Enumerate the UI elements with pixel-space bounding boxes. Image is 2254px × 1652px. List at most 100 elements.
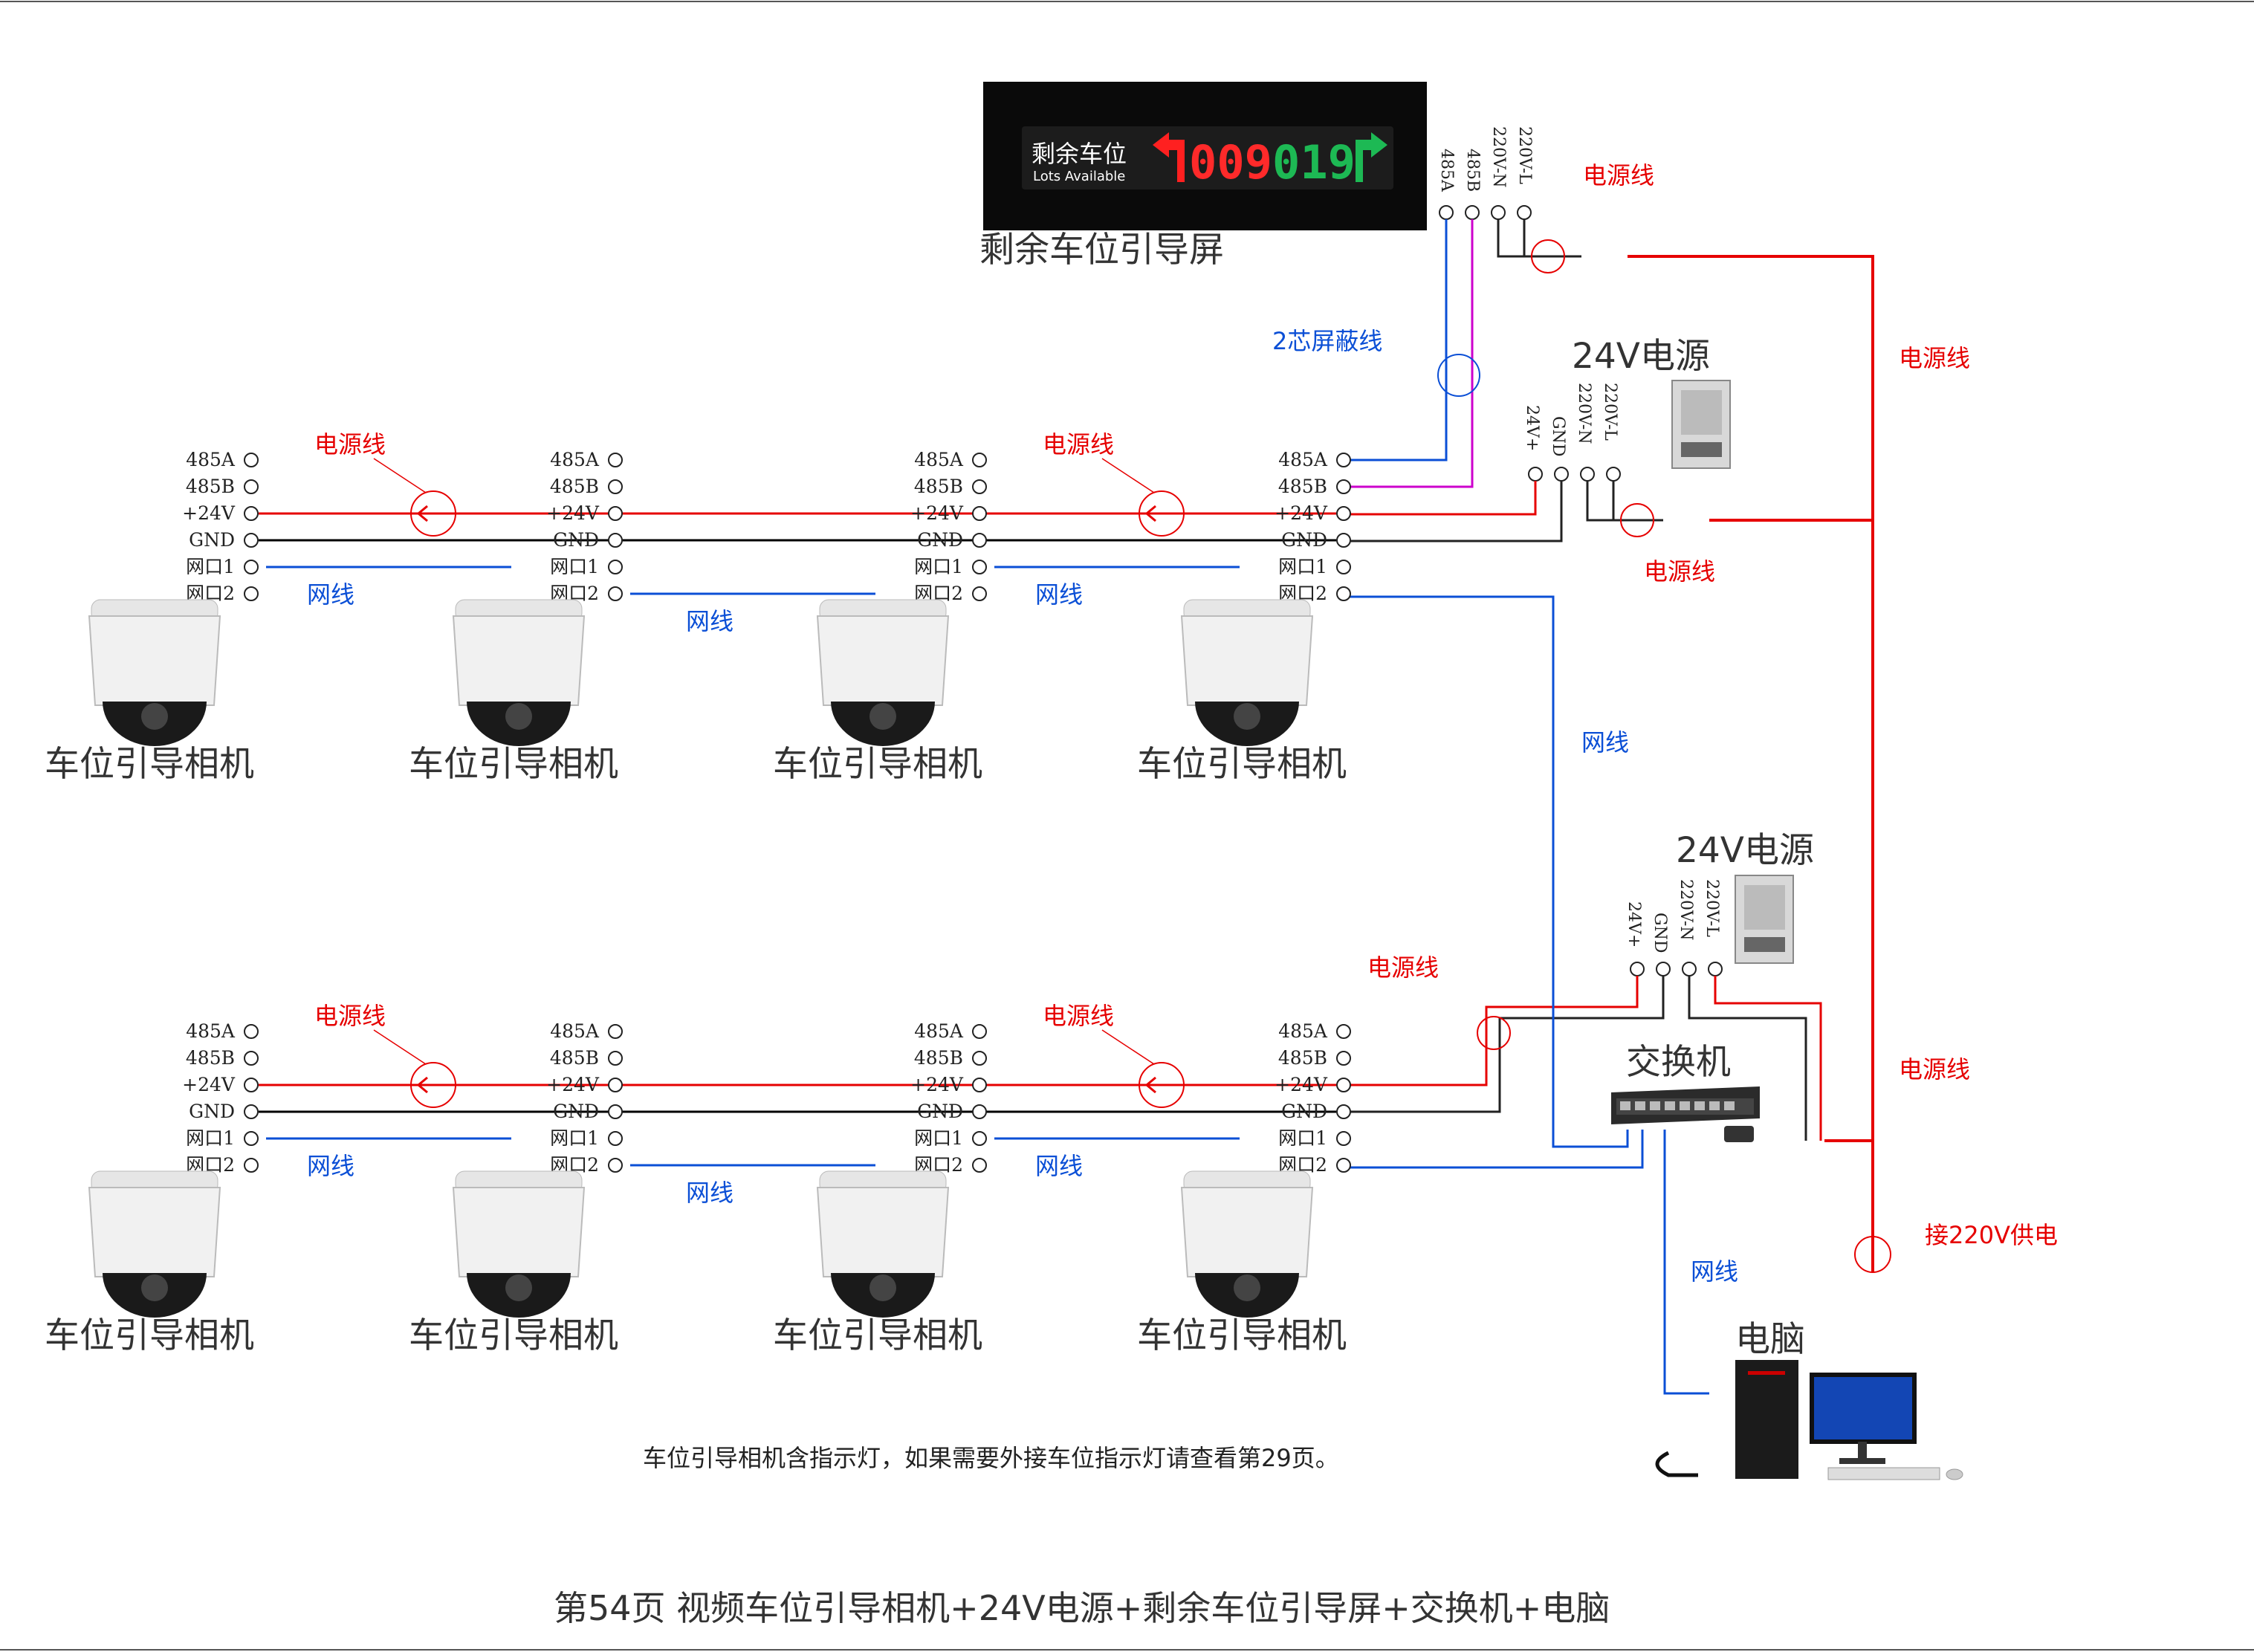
camera-terminal-label: 485A [914, 449, 964, 470]
camera-terminal-label: GND [553, 529, 599, 551]
label-net-pc: 网线 [1691, 1257, 1738, 1286]
terminal-dot [1336, 479, 1351, 494]
display-panel-cn: 剩余车位 [1032, 140, 1127, 168]
label-power-display: 电源线 [1583, 161, 1654, 190]
camera-terminal-label: 485B [914, 476, 963, 497]
psu-2-title: 24V电源 [1676, 830, 1814, 871]
camera-terminal-label: 485B [550, 476, 599, 497]
camera-body [1180, 615, 1314, 706]
terminal-dot [608, 533, 623, 548]
terminal-dot [1336, 586, 1351, 601]
switch-label: 交换机 [1626, 1042, 1731, 1083]
label-power-trunk-2: 电源线 [1899, 1055, 1970, 1083]
power-cable-icon [1655, 1451, 1698, 1477]
camera-lens-icon [869, 1274, 896, 1301]
leader-line [1101, 1029, 1155, 1065]
terminal-dot [608, 1131, 623, 1146]
terminal-dot [972, 560, 987, 574]
camera-label: 车位引导相机 [409, 1315, 618, 1356]
display-panel-en: Lots Available [1033, 169, 1125, 184]
camera-terminal-label: 485A [914, 1020, 964, 1042]
terminal-dot [608, 1078, 623, 1092]
camera-terminal-label: GND [917, 1101, 963, 1122]
power-arrow-marker [410, 1062, 456, 1108]
display-terminal-485a: 485A [1437, 149, 1456, 192]
terminal-dot [244, 1051, 259, 1066]
camera-lens-icon [505, 1274, 532, 1301]
terminal-dot [244, 1024, 259, 1039]
camera-terminal-label: 网口1 [914, 1127, 963, 1149]
display-terminal-485b: 485B [1463, 149, 1482, 192]
terminal-dot [608, 453, 623, 467]
network-wire-label: 网线 [307, 580, 354, 609]
terminal-dot [972, 1104, 987, 1119]
camera-body [452, 1187, 586, 1277]
terminal-dot [972, 533, 987, 548]
terminal-dot [244, 533, 259, 548]
computer: 电脑 [1655, 1319, 1963, 1480]
left-arrow-icon [416, 1076, 448, 1094]
camera-terminal-label: 485A [1278, 449, 1328, 470]
power-wire-label: 电源线 [1043, 1002, 1114, 1030]
camera-terminal-label: GND [1281, 529, 1327, 551]
terminal-dot [244, 1078, 259, 1092]
terminal-dot [244, 506, 259, 521]
remaining-lots-display: 剩余车位 Lots Available 009 019 [983, 82, 1427, 230]
label-power-psu1: 电源线 [1644, 557, 1715, 586]
left-arrow-icon [416, 505, 448, 522]
camera-body [1180, 1187, 1314, 1277]
power-wire-label: 电源线 [1043, 430, 1114, 459]
terminal-dot [608, 479, 623, 494]
camera-label: 车位引导相机 [409, 744, 618, 785]
camera-terminal-label: +24V [182, 1074, 236, 1095]
monitor-icon [1810, 1373, 1917, 1444]
terminal-dot [608, 1051, 623, 1066]
power-wire-label: 电源线 [314, 1002, 386, 1030]
terminal-dot [608, 1158, 623, 1173]
terminal-dot [608, 1104, 623, 1119]
power-arrow-marker [410, 490, 456, 537]
terminal-dot [244, 1131, 259, 1146]
camera-body [816, 615, 950, 706]
network-wire-label: 网线 [307, 1152, 354, 1180]
camera-lens-icon [869, 703, 896, 730]
terminal-dot [1336, 1104, 1351, 1119]
label-net-switch: 网线 [1581, 728, 1629, 757]
camera-label: 车位引导相机 [1137, 1315, 1347, 1356]
camera-terminal-label: 485A [550, 449, 600, 470]
camera-terminal-label: 网口1 [550, 556, 599, 577]
camera-terminal-label: 485A [186, 1020, 236, 1042]
display-digits-red: 009 [1189, 135, 1272, 190]
camera-terminal-label: 网口1 [914, 556, 963, 577]
display-digits-green: 019 [1272, 135, 1356, 190]
terminal-dot [1336, 560, 1351, 574]
camera-lens-icon [141, 1274, 168, 1301]
camera-terminal-label: 485A [186, 449, 236, 470]
pc-label: 电脑 [1735, 1319, 1805, 1360]
display-terminal-220v-l: 220V-L [1515, 126, 1534, 184]
camera-terminal-label: 485B [1278, 476, 1327, 497]
camera-terminal-label: 网口1 [186, 556, 235, 577]
display-terminals: 485A 485B 220V-N 220V-L [1437, 126, 1534, 220]
terminal-dot [1336, 1051, 1351, 1066]
camera-terminal-label: 485B [1278, 1047, 1327, 1069]
camera-terminal-label: GND [553, 1101, 599, 1122]
mouse-icon [1946, 1468, 1963, 1480]
terminal-dot [244, 1158, 259, 1173]
terminal-dot [608, 586, 623, 601]
terminal-dot [972, 453, 987, 467]
terminal-dot [972, 1131, 987, 1146]
camera-terminal-label: 网口1 [550, 1127, 599, 1149]
terminal-dot [244, 453, 259, 467]
network-switch: 交换机 [1611, 1042, 1760, 1142]
wire-labels: 电源线 电源线 电源线 电源线 电源线 接220V供电 2芯屏蔽线 网线 网线 [1272, 161, 2058, 1286]
power-arrow-marker [1139, 1062, 1185, 1108]
display-title: 剩余车位引导屏 [979, 230, 1224, 271]
terminal-dot [1336, 1158, 1351, 1173]
network-wire-label: 网线 [686, 1179, 733, 1207]
note: 车位引导相机含指示灯，如果需要外接车位指示灯请查看第29页。 [643, 1444, 1339, 1472]
terminal-dot [972, 1078, 987, 1092]
page-caption: 第54页 视频车位引导相机+24V电源+剩余车位引导屏+交换机+电脑 [554, 1588, 1610, 1628]
display-terminal-220v-n: 220V-N [1489, 126, 1508, 188]
